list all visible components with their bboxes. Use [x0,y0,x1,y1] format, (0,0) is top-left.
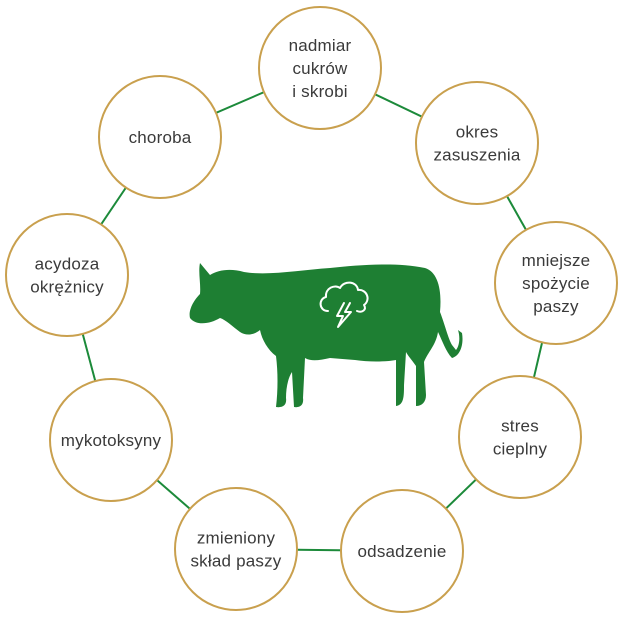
factor-node: odsadzenie [341,490,463,612]
factor-node: zmieniony skład paszy [175,488,297,610]
factor-label: choroba [129,128,192,147]
factor-circle [175,488,297,610]
factor-node: nadmiar cukrów i skrobi [259,7,381,129]
factor-circle [459,376,581,498]
factor-node: stres cieplny [459,376,581,498]
factor-label: mniejsze [522,251,591,270]
factor-node: mniejsze spożycie paszy [495,222,617,344]
factor-node: acydoza okrężnicy [6,214,128,336]
factor-label: nadmiar [289,36,352,55]
factor-label: spożycie [522,274,590,293]
factor-label: okrężnicy [30,278,104,297]
factor-label: zmieniony [197,529,276,548]
factor-label: odsadzenie [358,542,447,561]
factor-label: acydoza [35,255,100,274]
factor-node: choroba [99,76,221,198]
factor-label: stres [501,417,539,436]
factor-label: cieplny [493,440,548,459]
factor-label: i skrobi [292,82,347,101]
factor-label: skład paszy [190,552,281,571]
factor-label: paszy [533,297,579,316]
factor-circle [6,214,128,336]
cow-silhouette [190,263,463,407]
factor-label: mykotoksyny [61,431,162,450]
factor-node: mykotoksyny [50,379,172,501]
factor-label: zasuszenia [433,146,520,165]
factor-circle [416,82,538,204]
factor-label: okres [456,123,499,142]
factor-node: okres zasuszenia [416,82,538,204]
factor-label: cukrów [292,59,348,78]
